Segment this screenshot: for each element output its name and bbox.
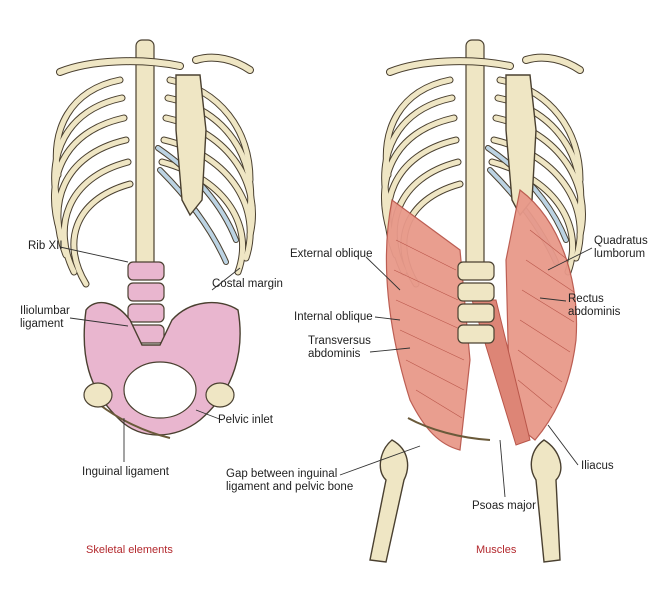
label-psoas-major: Psoas major xyxy=(472,500,536,512)
label-pelvic-inlet: Pelvic inlet xyxy=(218,414,273,426)
label-rectus-line1: Rectus xyxy=(568,293,604,305)
leader-iliolumbar xyxy=(69,317,129,327)
muscles-illustration xyxy=(369,40,582,563)
label-iliolumbar-line2: ligament xyxy=(20,318,64,330)
label-costal-margin: Costal margin xyxy=(212,278,283,290)
label-quadratus-line2: lumborum xyxy=(594,248,646,260)
leader-gap xyxy=(339,445,421,476)
label-transversus-line2: abdominis xyxy=(308,348,361,360)
skeleton-illustration xyxy=(54,40,252,439)
label-iliolumbar-line1: Iliolumbar xyxy=(20,305,70,317)
leader-rib-xii xyxy=(59,246,129,263)
label-quadratus-line1: Quadratus xyxy=(594,235,648,247)
leader-quadratus xyxy=(547,247,593,271)
leader-transversus xyxy=(369,347,411,353)
leader-external-oblique xyxy=(365,256,401,291)
label-transversus-line1: Transversus xyxy=(308,335,371,347)
leader-rectus xyxy=(539,297,567,302)
caption-muscles: Muscles xyxy=(476,544,517,556)
caption-skeletal-elements: Skeletal elements xyxy=(86,544,173,556)
label-external-oblique: External oblique xyxy=(290,248,373,260)
label-inguinal-ligament: Inguinal ligament xyxy=(82,466,169,478)
label-rib-xii: Rib XII xyxy=(28,240,63,252)
leader-pelvic-inlet xyxy=(195,409,223,421)
leader-internal-oblique xyxy=(374,316,401,321)
label-gap-line2: ligament and pelvic bone xyxy=(226,481,354,493)
leader-iliacus xyxy=(547,424,579,466)
label-iliacus: Iliacus xyxy=(581,460,614,472)
label-gap-line1: Gap between inguinal xyxy=(226,468,338,480)
leader-psoas xyxy=(499,439,506,498)
label-rectus-line2: abdominis xyxy=(568,306,621,318)
leader-costal-margin xyxy=(211,267,241,291)
label-internal-oblique: Internal oblique xyxy=(294,311,373,323)
